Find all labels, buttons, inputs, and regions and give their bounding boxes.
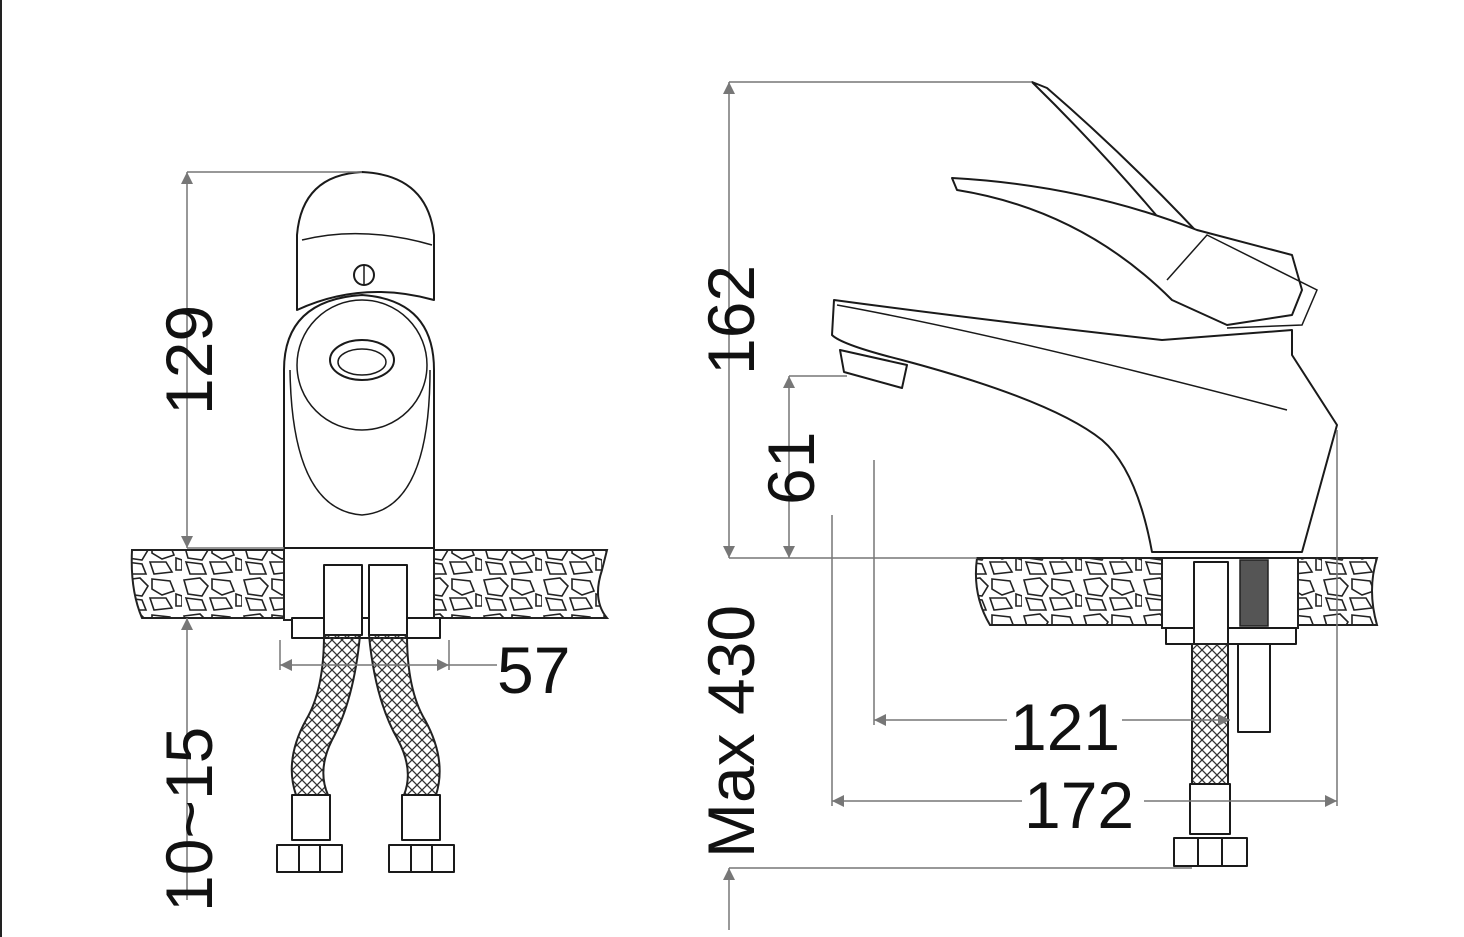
faucet-body-front [283, 294, 435, 549]
nut-right [388, 844, 455, 873]
dim-61: 61 [754, 432, 828, 505]
lever-mid [951, 177, 1303, 326]
dim-57: 57 [497, 633, 570, 707]
dim-10-15: 10~15 [152, 727, 226, 912]
dim-max-430: Max 430 [694, 605, 768, 858]
faucet-body-side [831, 299, 1338, 553]
side-view: 162 61 Max 430 121 172 [694, 81, 1379, 930]
nut-left [276, 844, 343, 873]
dim-162: 162 [694, 265, 768, 375]
front-view: 129 10~15 57 [130, 171, 610, 912]
nut-side [1173, 837, 1248, 867]
hose-right [367, 634, 441, 796]
hose-left [290, 634, 362, 796]
handle-front [296, 171, 435, 311]
dim-121: 121 [1010, 690, 1120, 764]
aerator-side [839, 349, 908, 389]
dim-129: 129 [152, 305, 226, 415]
dim-172: 172 [1024, 768, 1134, 842]
